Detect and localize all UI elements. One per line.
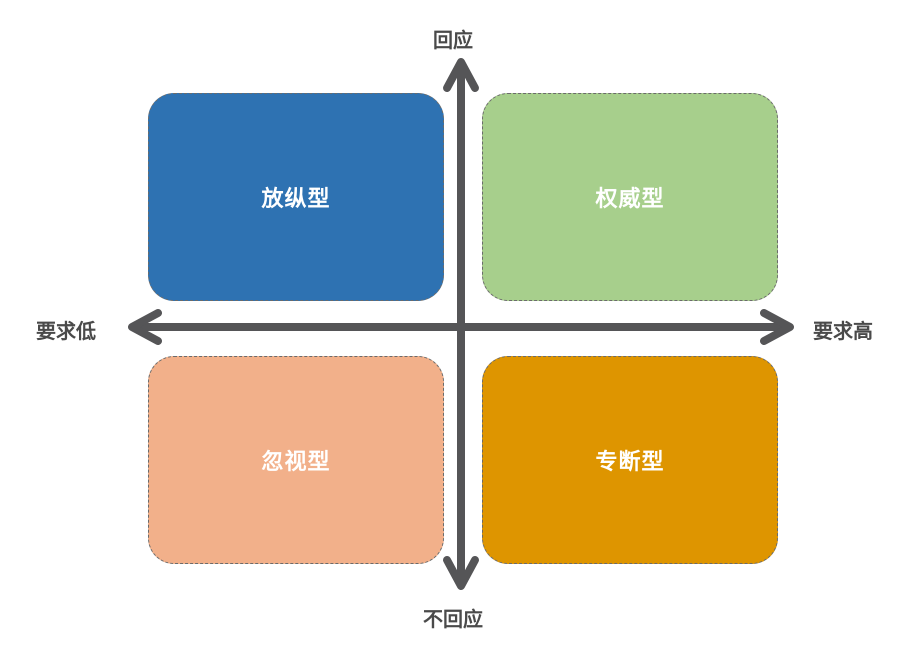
axis-label-low-demand: 要求低 <box>36 319 96 343</box>
quadrant-permissive: 放纵型 <box>148 93 444 301</box>
axis-label-unresponsive: 不回应 <box>423 607 483 631</box>
arrow-right-icon <box>760 309 794 345</box>
arrow-up-icon <box>443 58 479 92</box>
quadrant-label-authoritarian: 专断型 <box>595 450 665 475</box>
arrow-down-icon <box>443 556 479 590</box>
arrow-left-icon <box>128 309 162 345</box>
quadrant-label-permissive: 放纵型 <box>261 187 331 212</box>
axis-label-high-demand: 要求高 <box>813 319 873 343</box>
axis-label-responsive: 回应 <box>433 28 473 52</box>
quadrant-label-neglectful: 忽视型 <box>261 450 331 475</box>
quadrant-authoritarian: 专断型 <box>482 356 778 564</box>
quadrant-label-authoritative: 权威型 <box>595 187 665 212</box>
quadrant-neglectful: 忽视型 <box>148 356 444 564</box>
quadrant-authoritative: 权威型 <box>482 93 778 301</box>
